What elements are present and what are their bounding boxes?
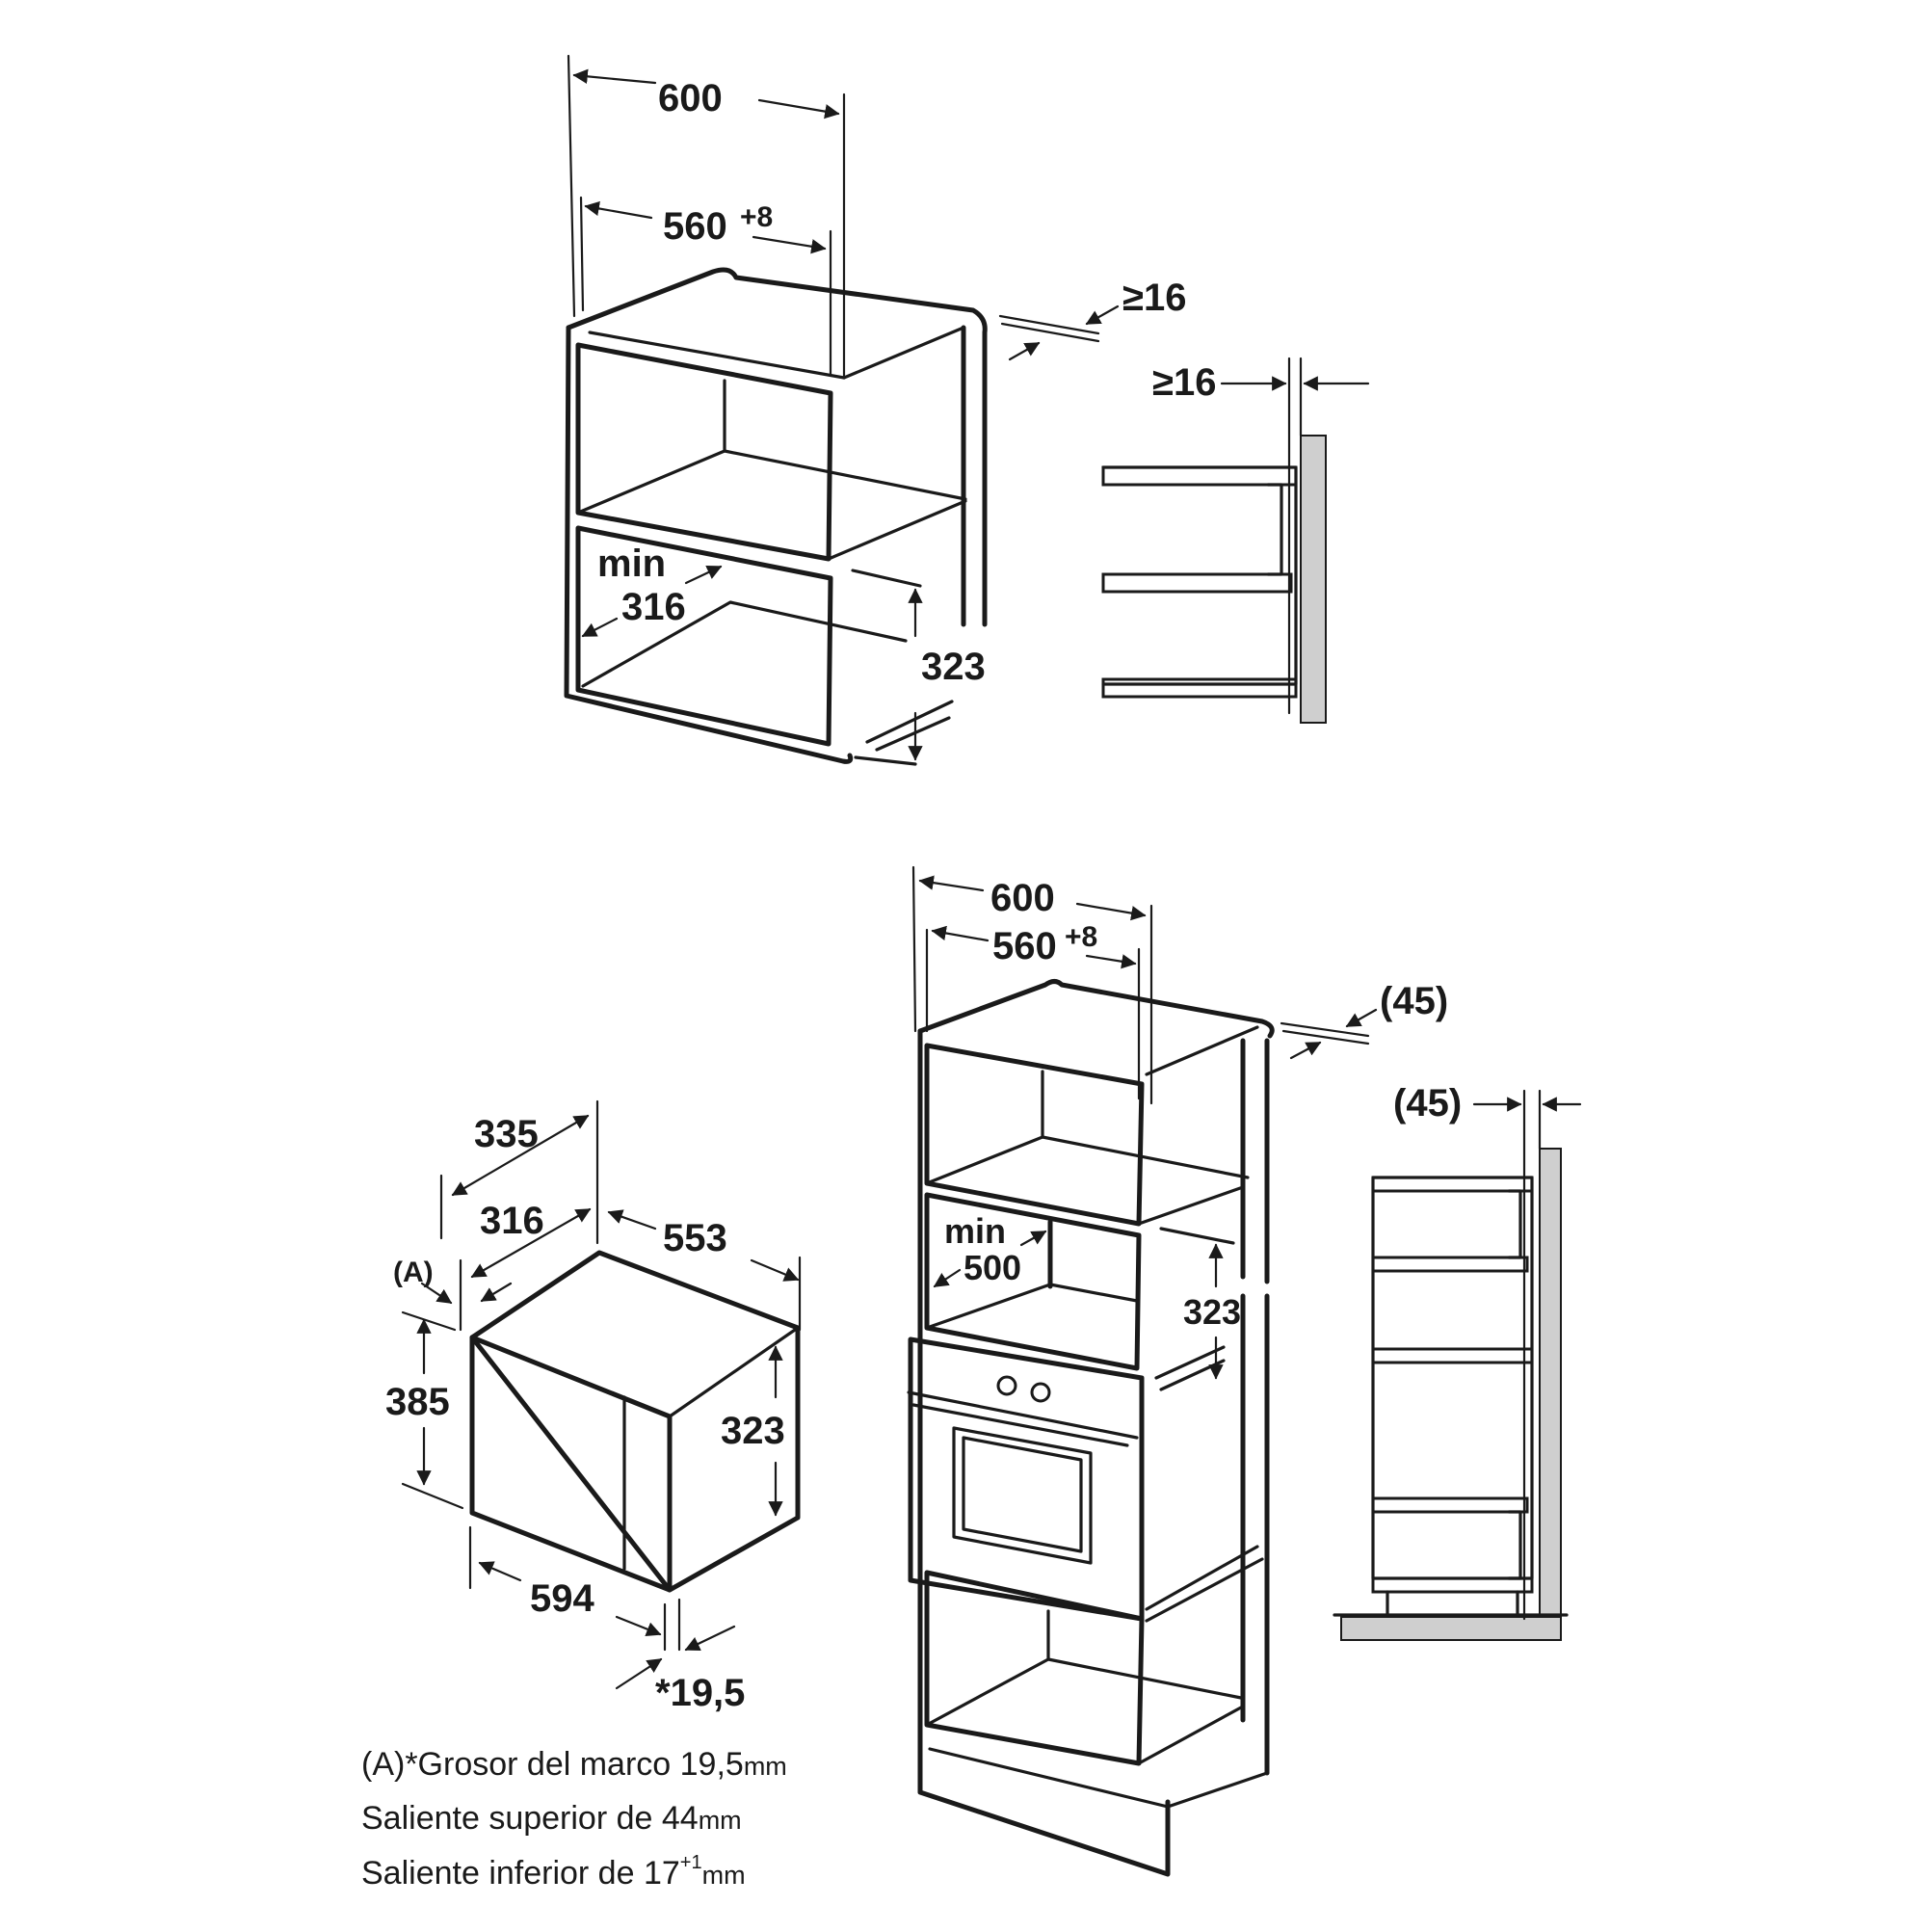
appliance-width-front-arrow-right	[615, 1615, 662, 1637]
tall-inner-width-arrow-left	[931, 925, 990, 942]
tall-wall	[1539, 1148, 1562, 1618]
note-line-3-text: Saliente inferior de 17	[361, 1855, 680, 1892]
top-side-gap-label: ≥16	[1152, 361, 1216, 404]
top-inner-width-label: 560	[663, 205, 727, 248]
appliance-width-body-arrow-right	[750, 1258, 800, 1282]
top-depth-arrow-up	[1085, 304, 1120, 326]
frame-marker-arrow-right	[480, 1282, 513, 1303]
frame-thickness-label: *19,5	[655, 1672, 745, 1714]
note-line-1: (A)*Grosor del marco 19,5mm	[361, 1746, 787, 1783]
note-line-3-unit: mm	[702, 1861, 746, 1890]
tall-inner-width-arrow-right	[1085, 954, 1137, 969]
note-line-3: Saliente inferior de 17+1mm	[361, 1852, 746, 1892]
note-line-2: Saliente superior de 44mm	[361, 1800, 742, 1837]
tall-height-label: 323	[1183, 1292, 1241, 1332]
note-line-2-unit: mm	[699, 1806, 742, 1835]
appliance-height-body-label: 323	[721, 1410, 785, 1452]
frame-marker-label: (A)	[393, 1257, 434, 1288]
top-cabinet-drawing	[564, 54, 988, 766]
top-depth-gap-label: ≥16	[1122, 277, 1186, 319]
top-outer-width-arrow-right	[757, 98, 840, 119]
appliance-width-front-label: 594	[530, 1577, 594, 1620]
top-depth-ext-1	[998, 314, 1100, 335]
top-outer-width-arrow-left	[572, 68, 657, 85]
frame-thickness-arrow-left	[615, 1657, 663, 1690]
appliance-width-front-arrow-left	[478, 1561, 522, 1582]
tall-depth-gap-label: (45)	[1380, 980, 1448, 1022]
tall-floor	[1340, 1616, 1562, 1641]
note-line-1-text: (A)*Grosor del marco 19,5	[361, 1746, 744, 1783]
appliance-height-front-label: 385	[385, 1381, 450, 1423]
tall-inner-width-tolerance: +8	[1065, 921, 1097, 953]
top-min-label: min	[597, 543, 666, 585]
top-depth-ext-2	[1000, 322, 1100, 343]
top-depth-arrow-down	[1008, 341, 1041, 361]
tall-cabinet-dimensions: 600 560 +8 (45) min 500 323	[918, 875, 1448, 1380]
appliance-depth-total-label: 335	[474, 1113, 539, 1155]
tall-depth-arrow-up	[1345, 1008, 1378, 1028]
top-min-depth-label: 316	[621, 586, 686, 628]
appliance-dimensions: 335 316 (A) 553 385 323 594 *19,5	[385, 1099, 802, 1714]
tall-min-depth-arrow-up	[1019, 1230, 1047, 1247]
top-inner-width-arrow-right	[752, 235, 827, 254]
tall-outer-width-arrow-right	[1075, 902, 1147, 921]
top-cabinet-dimensions: 600 560 +8 ≥16 min 316 323	[572, 68, 1186, 761]
tall-outer-width-arrow-left	[918, 875, 985, 892]
tall-inner-width-label: 560	[992, 925, 1057, 967]
top-min-depth-arrow-up	[684, 565, 723, 585]
appliance-depth-body-arrow	[470, 1207, 592, 1279]
tall-side-detail: (45)	[1333, 1082, 1582, 1641]
tall-depth-arrow-down	[1289, 1041, 1322, 1060]
top-side-detail: ≥16	[1101, 357, 1370, 724]
tall-min-depth-label: 500	[964, 1248, 1021, 1287]
appliance-width-body-arrow-left	[607, 1209, 657, 1231]
top-outer-width-label: 600	[658, 77, 723, 119]
note-line-3-sup: +1	[680, 1852, 702, 1873]
appliance-depth-body-label: 316	[480, 1200, 544, 1242]
tall-min-depth-arrow-down	[933, 1268, 962, 1288]
frame-marker-arrow-left	[420, 1282, 453, 1305]
tall-cabinet-drawing	[907, 865, 1275, 1877]
top-min-depth-arrow-down	[581, 617, 619, 638]
appliance-depth-total-arrow	[451, 1114, 590, 1197]
tall-outer-width-label: 600	[990, 877, 1055, 919]
top-wall	[1300, 435, 1327, 724]
note-line-2-text: Saliente superior de 44	[361, 1800, 699, 1837]
appliance-width-body-label: 553	[663, 1217, 727, 1259]
tall-side-gap-label: (45)	[1393, 1082, 1462, 1125]
top-inner-width-arrow-left	[584, 200, 653, 220]
tall-min-label: min	[944, 1211, 1006, 1251]
note-line-1-unit: mm	[744, 1752, 787, 1781]
top-inner-width-tolerance: +8	[740, 201, 773, 233]
frame-thickness-arrow-right	[684, 1625, 736, 1652]
top-height-label: 323	[921, 646, 986, 688]
notes-block: (A)*Grosor del marco 19,5mm Saliente sup…	[361, 1746, 787, 1892]
